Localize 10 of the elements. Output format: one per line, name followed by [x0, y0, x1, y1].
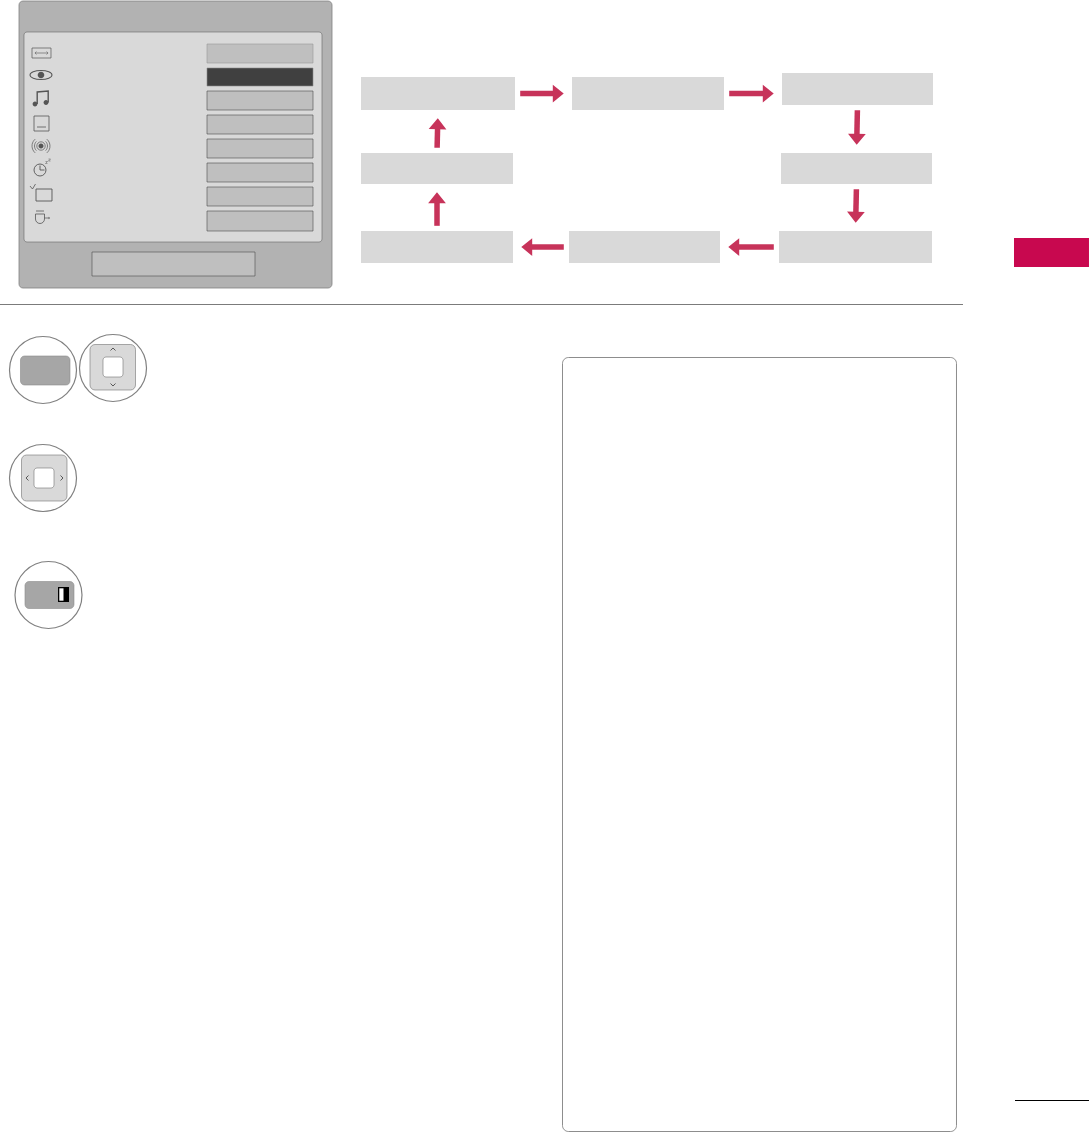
flow-box — [361, 77, 515, 110]
flow-box — [572, 77, 724, 110]
flow-box — [569, 231, 720, 263]
flow-box — [779, 231, 932, 263]
note-box — [562, 357, 957, 1132]
flow-box — [361, 153, 513, 184]
section-tab — [1014, 238, 1089, 267]
flow-box — [361, 231, 513, 263]
flow-box — [782, 73, 933, 105]
flow-box — [781, 153, 932, 184]
